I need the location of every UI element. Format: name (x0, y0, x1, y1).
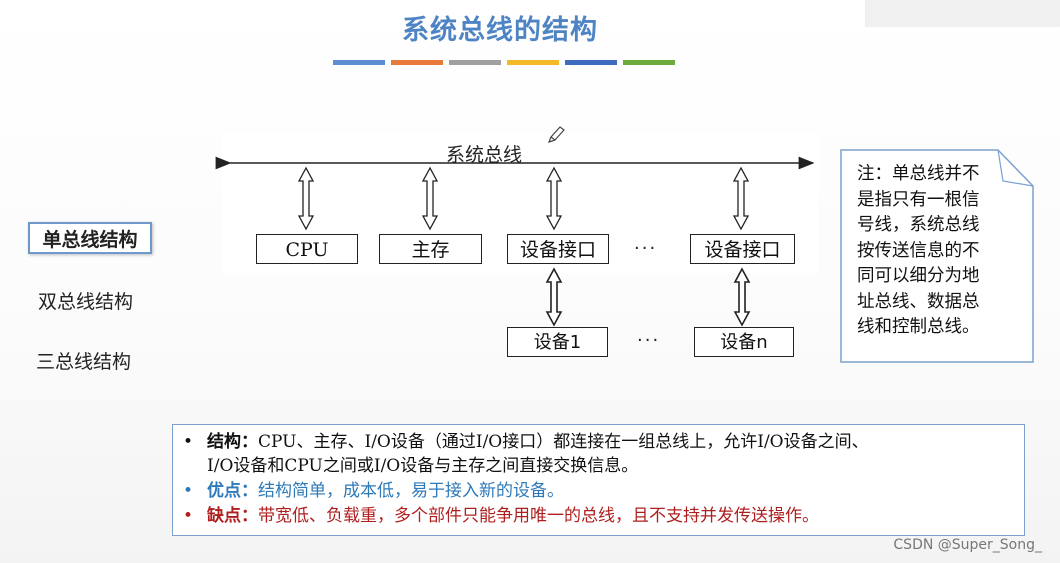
note-line: 同可以细分为地 (857, 266, 980, 286)
nav-triple-bus[interactable]: 三总线结构 (36, 351, 132, 373)
nav-dual-bus[interactable]: 双总线结构 (38, 291, 134, 313)
disadvantage-label: 缺点： (207, 506, 258, 526)
advantage-text: 结构简单，成本低，易于接入新的设备。 (258, 481, 564, 501)
note-text: 注：单总线并不 是指只有一根信 号线，系统总线 按传送信息的不 同可以细分为地 … (857, 162, 1017, 341)
disadvantage-text: 带宽低、负载重，多个部件只能争用唯一的总线，且不支持并发传送操作。 (258, 506, 819, 526)
title-color-bar-5 (565, 60, 617, 65)
title-color-bar-6 (623, 60, 675, 65)
system-bus-label: 系统总线 (446, 144, 523, 166)
device-ellipsis: ··· (637, 330, 661, 351)
bus-to-cpu-arrow (297, 166, 315, 231)
title-color-bar-3 (449, 60, 501, 65)
note-line: 号线，系统总线 (857, 215, 980, 235)
top-right-panel (865, 0, 1060, 27)
note-line: 按传送信息的不 (857, 240, 980, 261)
bullet-icon: • (183, 506, 194, 526)
advantage-line: • 优点：结构简单，成本低，易于接入新的设备。 (183, 479, 564, 503)
device-n-box: 设备n (694, 327, 794, 357)
title-color-bar-1 (333, 60, 385, 65)
interface2-to-devicen-arrow (733, 267, 751, 327)
watermark-text: CSDN @Super_Song_ (893, 537, 1042, 553)
note-line: 线和控制总线。 (857, 317, 980, 337)
disadvantage-line: • 缺点：带宽低、负载重，多个部件只能争用唯一的总线，且不支持并发传送操作。 (183, 504, 819, 528)
note-line: 注：单总线并不 (857, 164, 980, 184)
advantage-label: 优点： (207, 481, 258, 501)
structure-label: 结构： (207, 432, 258, 452)
structure-text-1: CPU、主存、I/O设备（通过I/O接口）都连接在一组总线上，允许I/O设备之间… (258, 432, 869, 452)
bus-to-interface1-arrow (545, 166, 563, 231)
nav-single-bus[interactable]: 单总线结构 (28, 222, 152, 254)
note-line: 址总线、数据总 (857, 291, 980, 312)
structure-line: • 结构：CPU、主存、I/O设备（通过I/O接口）都连接在一组总线上，允许I/O… (183, 430, 869, 454)
summary-box: • 结构：CPU、主存、I/O设备（通过I/O接口）都连接在一组总线上，允许I/O… (172, 424, 1025, 536)
pencil-icon (547, 126, 565, 143)
cpu-box: CPU (256, 234, 358, 264)
page-title: 系统总线的结构 (402, 15, 598, 46)
title-color-bar-2 (391, 60, 443, 65)
component-ellipsis: ··· (634, 238, 658, 259)
bus-to-interface2-arrow (732, 166, 750, 231)
device-interface-box-1: 设备接口 (507, 234, 609, 264)
interface1-to-device1-arrow (545, 267, 563, 327)
device-1-box: 设备1 (507, 327, 608, 357)
structure-text-2: I/O设备和CPU之间或I/O设备与主存之间直接交换信息。 (207, 456, 639, 476)
structure-line-2: I/O设备和CPU之间或I/O设备与主存之间直接交换信息。 (207, 454, 638, 478)
note-line: 是指只有一根信 (857, 189, 980, 210)
bus-to-memory-arrow (421, 166, 439, 231)
title-color-bar-4 (507, 60, 559, 65)
bullet-icon: • (183, 481, 194, 501)
bullet-icon: • (183, 432, 194, 452)
main-memory-box: 主存 (379, 234, 482, 264)
device-interface-box-2: 设备接口 (690, 234, 795, 264)
